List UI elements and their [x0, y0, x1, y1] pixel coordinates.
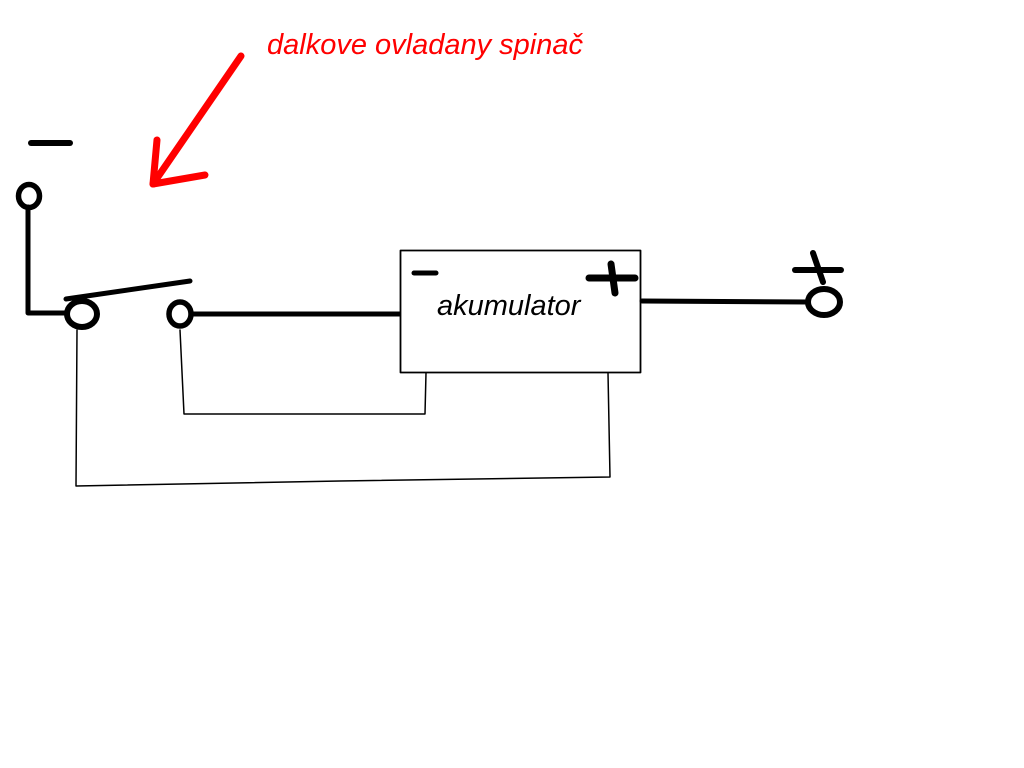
switch-blade	[63, 278, 193, 302]
plus-icon: +	[585, 260, 639, 297]
output-terminal-circle	[805, 286, 843, 318]
battery-box	[399, 249, 642, 374]
thin-wire-outer-loop	[75, 329, 611, 487]
wire-battery-to-output	[639, 298, 811, 305]
red-arrow	[149, 52, 245, 188]
plus-icon: +	[792, 250, 844, 285]
remote-switch-annotation: dalkove ovladany spinač	[267, 29, 583, 61]
remote-switch-symbol	[63, 278, 194, 330]
input-terminal-circle	[15, 181, 43, 211]
battery-label: akumulator	[437, 290, 581, 322]
thin-wire-inner-loop	[179, 329, 427, 415]
switch-right-contact	[166, 299, 194, 329]
switch-left-contact	[64, 298, 100, 330]
wire-terminal-to-switch	[25, 204, 69, 316]
